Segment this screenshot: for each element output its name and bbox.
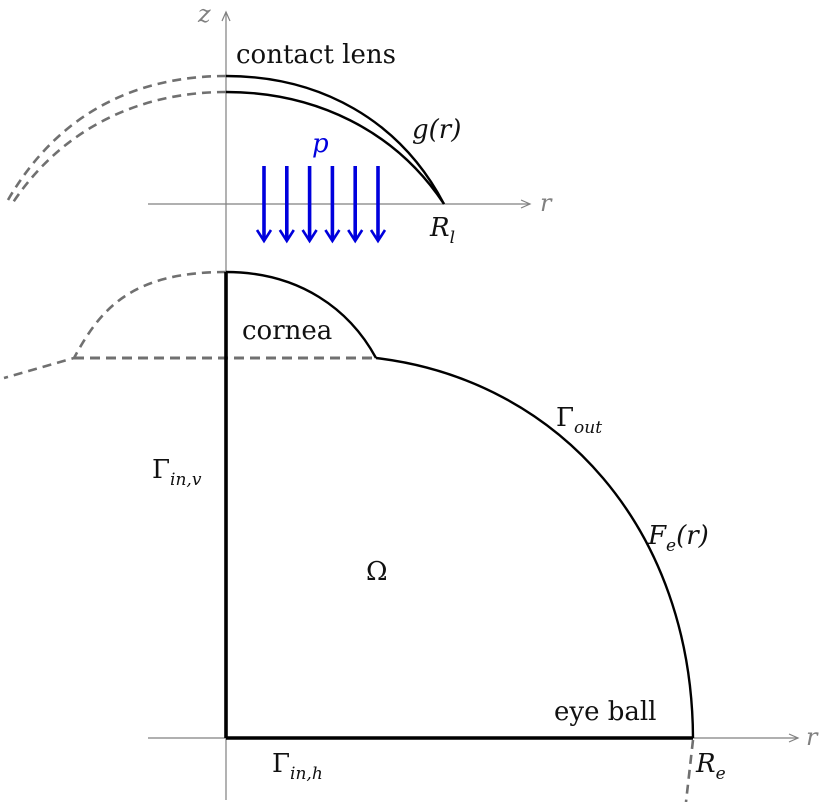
lens-inner-dashed	[10, 90, 227, 205]
cornea-dashed	[3, 270, 227, 380]
pressure-label: p	[312, 129, 329, 159]
gamma-out-boundary	[375, 356, 695, 739]
pressure-arrows	[255, 166, 387, 244]
down-arrow-icon	[369, 166, 387, 244]
lens-outer-dashed	[6, 74, 227, 201]
r-eye-label: Re	[695, 749, 726, 784]
down-arrow-icon	[301, 166, 318, 244]
gamma-in-v-label: Γin,v	[152, 455, 202, 490]
z-axis-label: z	[197, 0, 211, 28]
r-lens-label: Rl	[429, 213, 455, 248]
cornea-label: cornea	[242, 316, 332, 346]
cornea-curve	[225, 270, 378, 359]
eyeball-dashed-tail	[684, 739, 695, 803]
down-arrow-icon	[324, 166, 341, 244]
r-axis-bottom-label: r	[806, 723, 819, 751]
gamma-in-h-label: Γin,h	[272, 749, 323, 784]
omega-label: Ω	[366, 557, 388, 587]
down-arrow-icon	[255, 166, 273, 244]
contact-lens-inner-surface	[225, 90, 446, 205]
r-axis-top-label: r	[540, 189, 553, 217]
down-arrow-icon	[278, 166, 295, 244]
gamma-out-label: Γout	[556, 403, 602, 438]
down-arrow-icon	[347, 166, 364, 244]
g-of-r-label: g(r)	[412, 115, 461, 145]
f-e-label: Fe(r)	[647, 521, 709, 556]
contact-lens-outer-surface	[225, 74, 446, 205]
eye-ball-label: eye ball	[554, 697, 657, 727]
contact-lens-label: contact lens	[236, 40, 396, 70]
